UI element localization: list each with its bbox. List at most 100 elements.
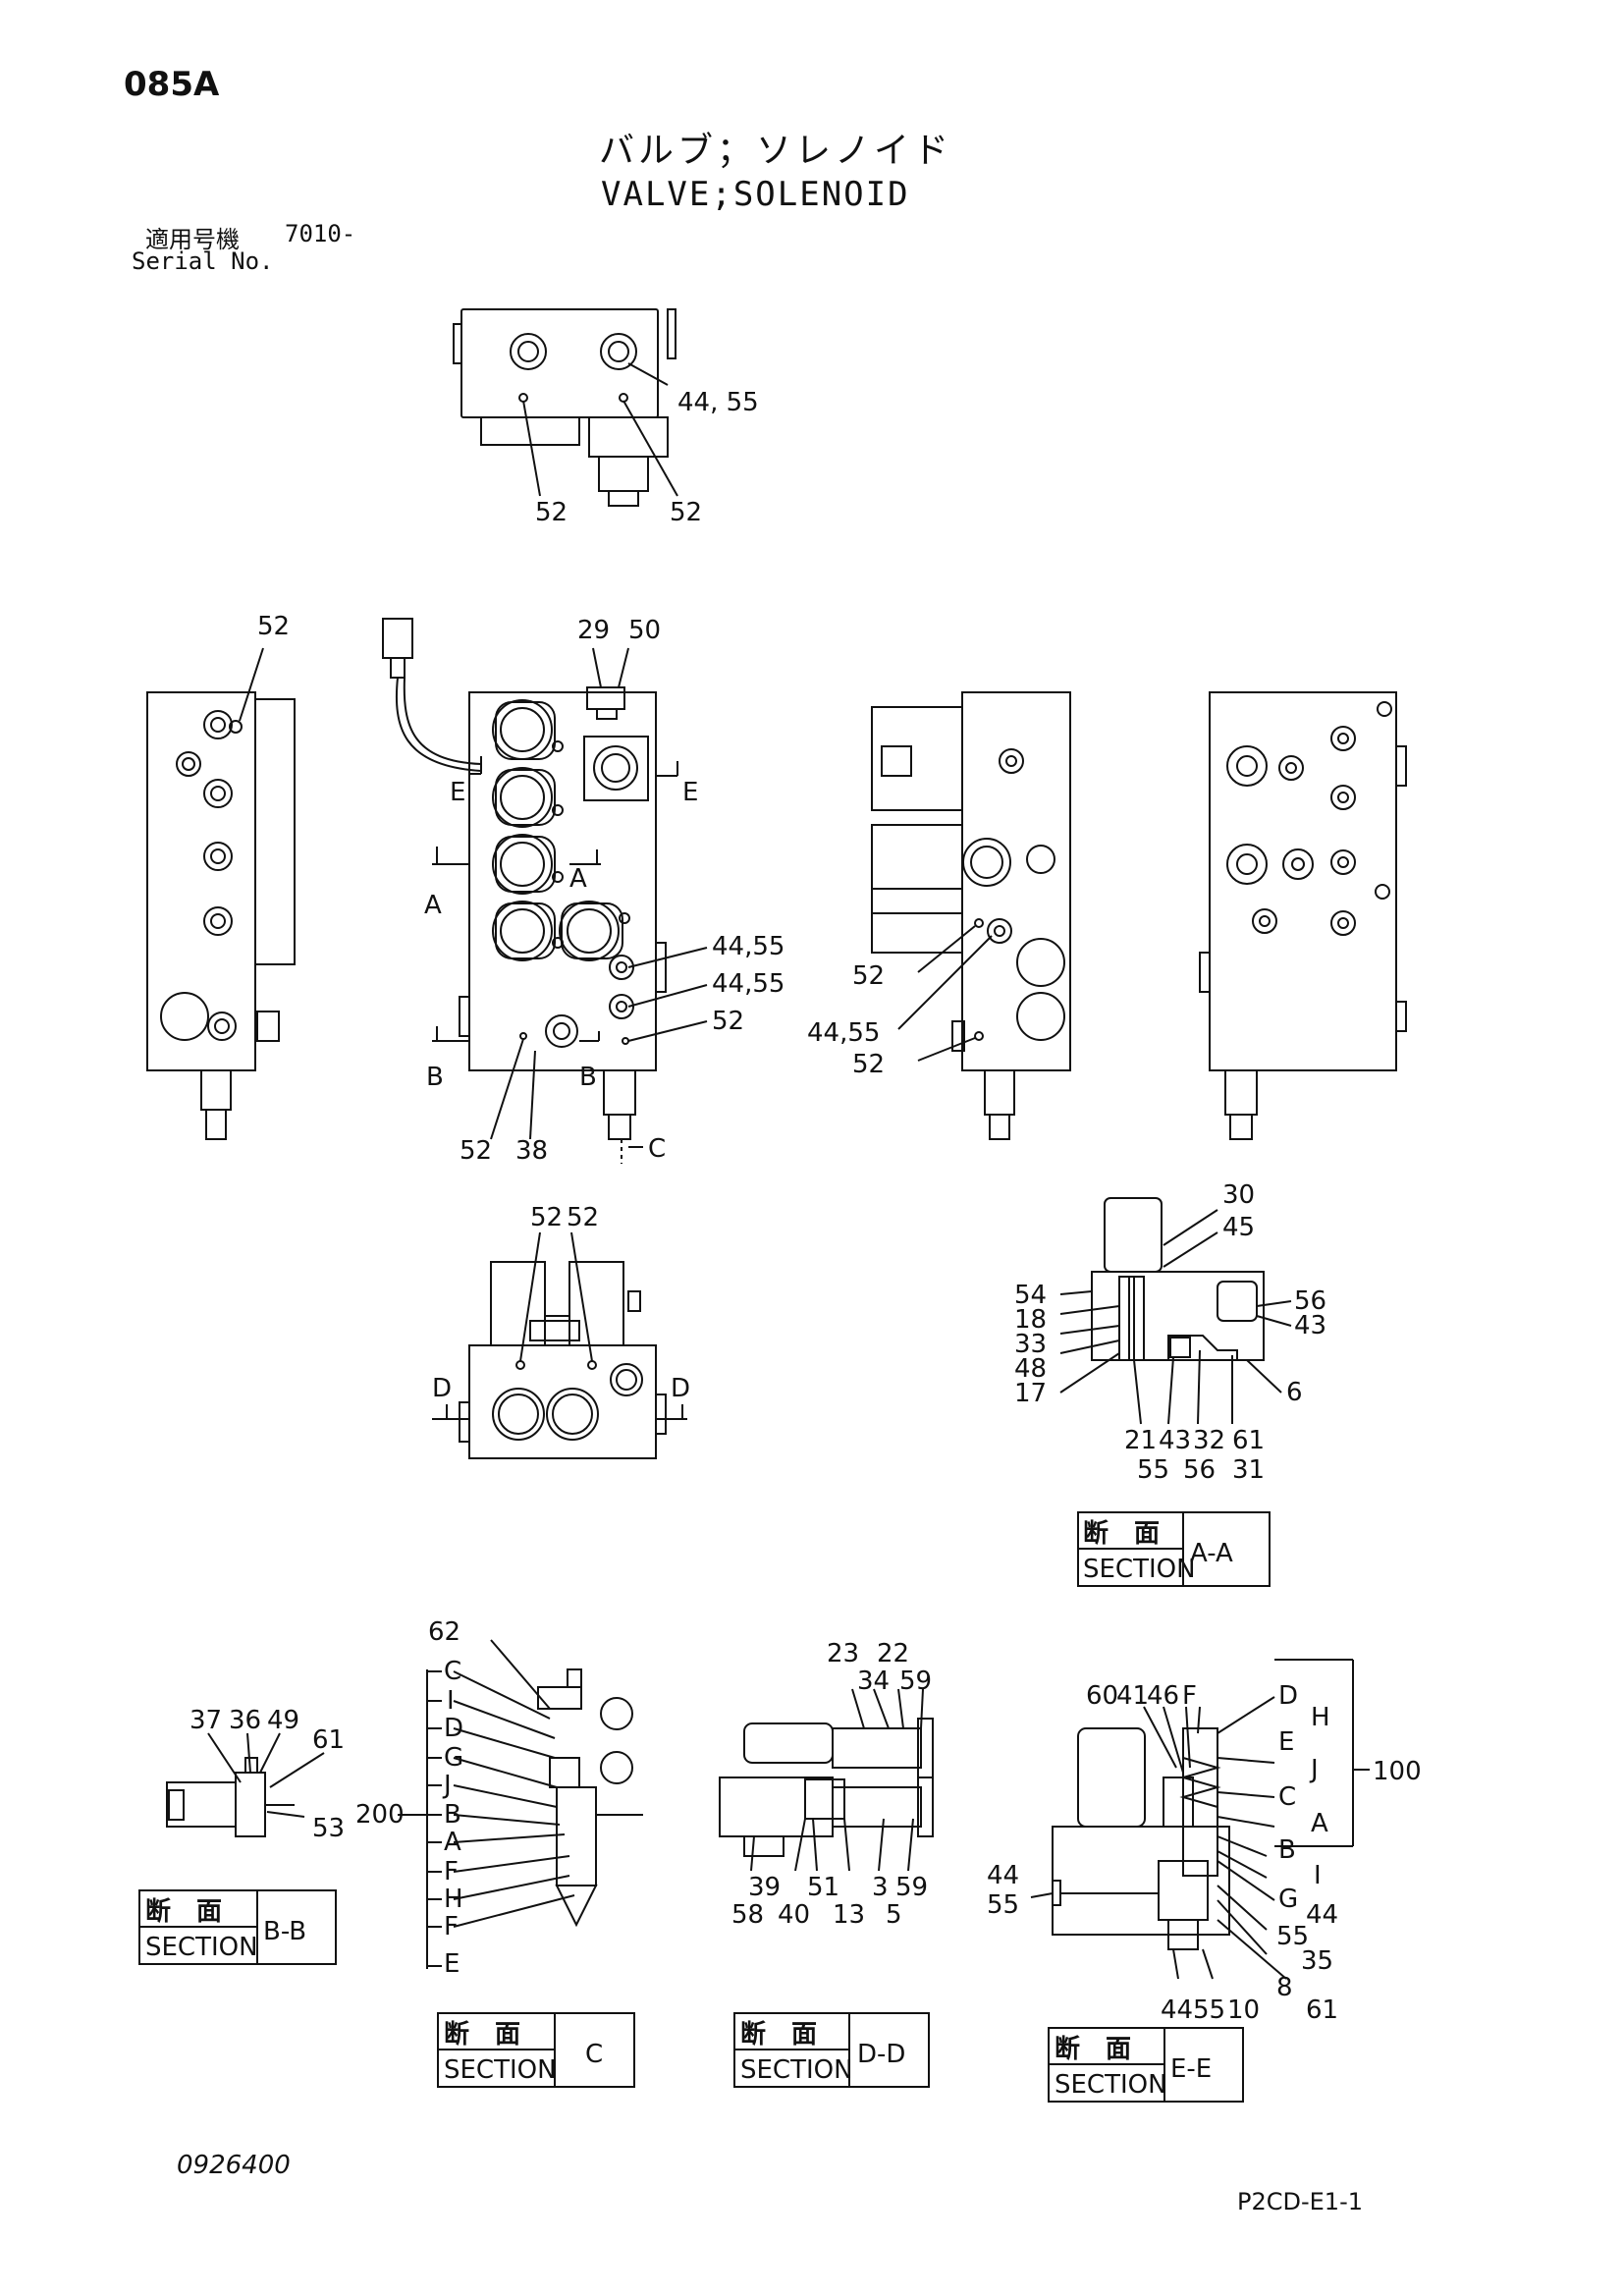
label-200: 200 bbox=[355, 1800, 405, 1830]
label-44: 44 bbox=[1161, 1995, 1193, 2025]
section-bb-drawing: 37 36 49 61 53 bbox=[166, 1706, 345, 1843]
label-60: 60 bbox=[1086, 1681, 1118, 1711]
label-52: 52 bbox=[567, 1203, 599, 1232]
section-box-aa: 断 面 SECTION A-A bbox=[1077, 1511, 1271, 1587]
label-39: 39 bbox=[748, 1873, 781, 1902]
label-5: 5 bbox=[886, 1900, 902, 1930]
section-box-jp: 断 面 bbox=[1083, 1518, 1160, 1549]
section-box-id: D-D bbox=[857, 2040, 905, 2069]
label-44-55: 44,55 bbox=[712, 969, 784, 999]
label-48: 48 bbox=[1014, 1354, 1047, 1384]
label-c: C bbox=[1278, 1782, 1296, 1812]
section-box-id: A-A bbox=[1190, 1539, 1233, 1568]
label-58: 58 bbox=[731, 1900, 764, 1930]
label-37: 37 bbox=[189, 1706, 222, 1735]
label-44: 44 bbox=[987, 1861, 1019, 1890]
label-13: 13 bbox=[833, 1900, 865, 1930]
section-box-id: B-B bbox=[263, 1917, 306, 1946]
label-43: 43 bbox=[1159, 1426, 1191, 1455]
label-j: J bbox=[1309, 1755, 1319, 1784]
label-55: 55 bbox=[1137, 1455, 1169, 1485]
section-box-en: SECTION bbox=[1083, 1555, 1196, 1584]
label-b: B bbox=[444, 1800, 461, 1830]
label-52: 52 bbox=[852, 961, 885, 991]
label-36: 36 bbox=[229, 1706, 261, 1735]
label-d: D bbox=[444, 1714, 463, 1743]
label-38: 38 bbox=[515, 1136, 548, 1166]
section-dd-drawing: 23 22 34 59 39 51 3 59 58 40 13 5 bbox=[719, 1639, 934, 1930]
label-51: 51 bbox=[807, 1873, 839, 1902]
section-box-jp: 断 面 bbox=[145, 1896, 222, 1927]
serial-number: 7010- bbox=[285, 220, 356, 247]
label-d: D bbox=[1278, 1681, 1298, 1711]
section-box-ee: 断 面 SECTION E-E bbox=[1048, 2027, 1244, 2103]
page-code: 085A bbox=[124, 65, 220, 104]
lower-view: 52 52 D D bbox=[432, 1203, 690, 1459]
section-box-jp: 断 面 bbox=[444, 2019, 520, 2050]
label-10: 10 bbox=[1227, 1995, 1260, 2025]
section-c-drawing: 62 C I D G J B A F H F E 200 bbox=[355, 1617, 643, 1979]
label-55: 55 bbox=[1276, 1922, 1309, 1951]
label-8: 8 bbox=[1276, 1973, 1293, 2002]
label-34: 34 bbox=[857, 1667, 890, 1696]
section-box-en: SECTION bbox=[740, 2055, 853, 2085]
label-g: G bbox=[1278, 1885, 1298, 1914]
label-f: F bbox=[444, 1912, 459, 1941]
label-53: 53 bbox=[312, 1814, 345, 1843]
serial-label-english: Serial No. bbox=[132, 247, 274, 275]
label-17: 17 bbox=[1014, 1379, 1047, 1408]
label-3: 3 bbox=[872, 1873, 889, 1902]
label-55: 55 bbox=[987, 1890, 1019, 1920]
rear-view bbox=[1199, 691, 1407, 1140]
section-box-c: 断 面 SECTION C bbox=[437, 2012, 635, 2088]
top-view: 44, 55 52 52 bbox=[453, 308, 759, 527]
label-44-55: 44, 55 bbox=[677, 388, 759, 417]
label-45: 45 bbox=[1222, 1213, 1255, 1242]
label-61: 61 bbox=[312, 1725, 345, 1755]
label-c: C bbox=[444, 1657, 461, 1686]
document-number: 0926400 bbox=[177, 2151, 291, 2180]
label-22: 22 bbox=[877, 1639, 909, 1668]
section-box-dd: 断 面 SECTION D-D bbox=[733, 2012, 930, 2088]
label-18: 18 bbox=[1014, 1305, 1047, 1335]
section-marker-d: D bbox=[671, 1374, 690, 1403]
section-box-en: SECTION bbox=[1055, 2070, 1167, 2100]
label-41: 41 bbox=[1116, 1681, 1149, 1711]
label-44-55: 44,55 bbox=[807, 1018, 880, 1048]
label-f: F bbox=[444, 1857, 459, 1886]
label-a: A bbox=[1311, 1809, 1328, 1838]
section-marker-a: A bbox=[424, 891, 442, 920]
section-aa-drawing: 30 45 54 18 33 48 17 56 43 6 21 43 32 61… bbox=[1014, 1180, 1326, 1485]
section-marker-c: C bbox=[648, 1134, 666, 1164]
section-marker-b: B bbox=[426, 1063, 444, 1092]
title-japanese: バルブ；ソレノイド bbox=[599, 131, 953, 171]
section-box-bb: 断 面 SECTION B-B bbox=[138, 1889, 337, 1965]
section-marker-e: E bbox=[682, 778, 698, 807]
label-23: 23 bbox=[827, 1639, 859, 1668]
section-marker-e: E bbox=[450, 778, 465, 807]
label-44-55: 44,55 bbox=[712, 932, 784, 961]
label-61: 61 bbox=[1306, 1995, 1338, 2025]
label-f: F bbox=[1182, 1681, 1197, 1711]
title-english: VALVE;SOLENOID bbox=[601, 175, 910, 214]
right-side-view: 52 44,55 52 bbox=[807, 691, 1071, 1140]
section-box-en: SECTION bbox=[444, 2055, 557, 2085]
label-40: 40 bbox=[778, 1900, 810, 1930]
serial-label-japanese: 適用号機 bbox=[145, 226, 240, 253]
section-box-en: SECTION bbox=[145, 1933, 258, 1962]
label-21: 21 bbox=[1124, 1426, 1157, 1455]
label-43: 43 bbox=[1294, 1311, 1326, 1340]
front-view: 29 50 E E A A 44,55 44,55 52 B B 52 38 C bbox=[382, 616, 784, 1166]
label-29: 29 bbox=[577, 616, 610, 645]
label-35: 35 bbox=[1301, 1946, 1333, 1976]
label-55: 55 bbox=[1193, 1995, 1225, 2025]
label-e: E bbox=[1278, 1727, 1294, 1757]
label-54: 54 bbox=[1014, 1281, 1047, 1310]
label-h: H bbox=[444, 1885, 463, 1914]
label-i: I bbox=[1314, 1861, 1322, 1890]
left-side-view: 52 bbox=[146, 612, 296, 1140]
label-62: 62 bbox=[428, 1617, 460, 1647]
label-59: 59 bbox=[895, 1873, 928, 1902]
label-6: 6 bbox=[1286, 1378, 1303, 1407]
